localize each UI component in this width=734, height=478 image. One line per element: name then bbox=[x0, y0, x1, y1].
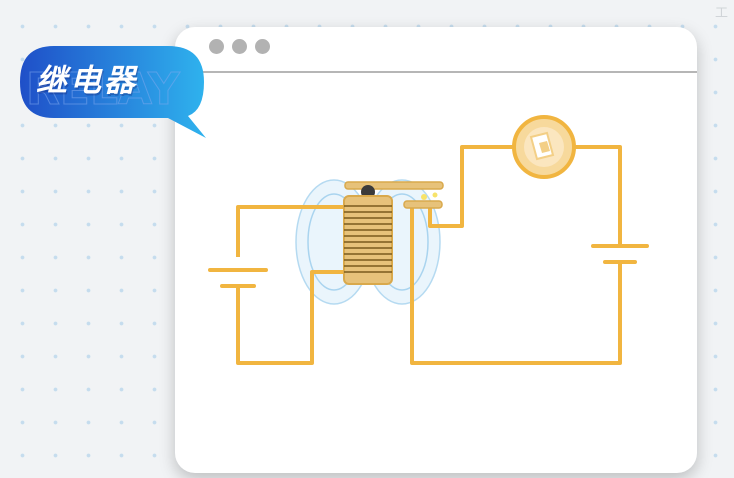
coil-icon bbox=[343, 195, 393, 285]
window-dot-icon[interactable] bbox=[232, 39, 247, 54]
lamp-icon bbox=[512, 115, 576, 179]
battery-icon bbox=[591, 244, 649, 264]
badge-speech-bubble: RELAY bbox=[20, 46, 206, 138]
title-badge: RELAY bbox=[18, 44, 210, 140]
corner-glyph: 工 bbox=[714, 6, 728, 21]
window-titlebar bbox=[175, 27, 697, 73]
battery-icon bbox=[208, 268, 268, 288]
load-circuit-wire bbox=[410, 145, 622, 365]
window-dot-icon[interactable] bbox=[209, 39, 224, 54]
window-dot-icon[interactable] bbox=[255, 39, 270, 54]
control-circuit-wire bbox=[236, 205, 350, 365]
badge-watermark: RELAY bbox=[26, 64, 181, 115]
badge-title: 继电器 bbox=[36, 63, 138, 99]
